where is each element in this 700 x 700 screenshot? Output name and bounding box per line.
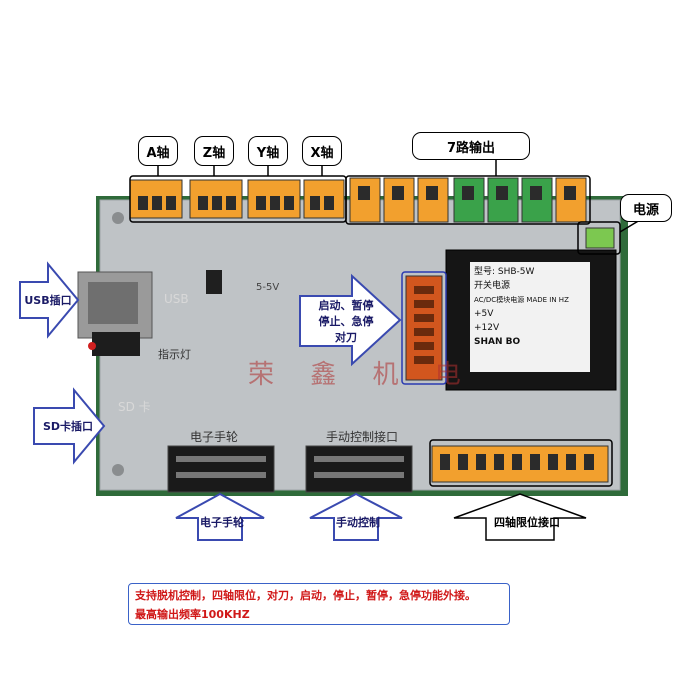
handwheel-label: 电子手轮 xyxy=(200,516,244,529)
feature-note-line2: 最高输出频率100KHZ xyxy=(135,608,250,621)
psu-name: 开关电源 xyxy=(474,281,511,291)
feature-note: 支持脱机控制，四轴限位，对刀，启动，停止，暂停，急停功能外接。 最高输出频率10… xyxy=(128,583,510,625)
power-callout: 电源 xyxy=(620,194,672,222)
a-axis-callout: A轴 xyxy=(138,136,178,166)
x-axis-callout: X轴 xyxy=(302,136,342,166)
manual-control-label: 手动控制 xyxy=(336,516,380,529)
z-axis-callout: Z轴 xyxy=(194,136,234,166)
psu-model: 型号: SHB-5W xyxy=(474,267,535,277)
start-stop-label: 启动、暂停 停止、急停 对刀 xyxy=(318,299,374,344)
psu-v1: +5V xyxy=(474,309,494,319)
sd-slot-label: SD卡插口 xyxy=(42,420,94,433)
psu-type: AC/DC模块电源 MADE IN HZ xyxy=(474,296,569,304)
manual-header-silkscreen: 手动控制接口 xyxy=(326,430,399,444)
watermark: 荣 鑫 机 电 xyxy=(248,360,475,390)
usb-silkscreen: USB xyxy=(164,292,189,306)
y-axis-callout: Y轴 xyxy=(248,136,288,166)
psu-label: 型号: SHB-5W 开关电源 AC/DC模块电源 MADE IN HZ +5V… xyxy=(470,262,590,372)
indicator-silkscreen: 指示灯 xyxy=(158,348,191,361)
usb-port-label: USB插口 xyxy=(24,294,72,307)
sd-silkscreen: SD 卡 xyxy=(118,400,151,414)
feature-note-line1: 支持脱机控制，四轴限位，对刀，启动，停止，暂停，急停功能外接。 xyxy=(135,589,476,602)
handwheel-header-silkscreen: 电子手轮 xyxy=(190,430,239,444)
psu-v2: +12V xyxy=(474,323,500,333)
seven-outputs-callout: 7路输出 xyxy=(412,132,530,160)
psu-brand: SHAN BO xyxy=(474,337,521,347)
voltage-silkscreen: 5-5V xyxy=(256,282,280,293)
limit-interface-label: 四轴限位接口 xyxy=(494,516,560,529)
